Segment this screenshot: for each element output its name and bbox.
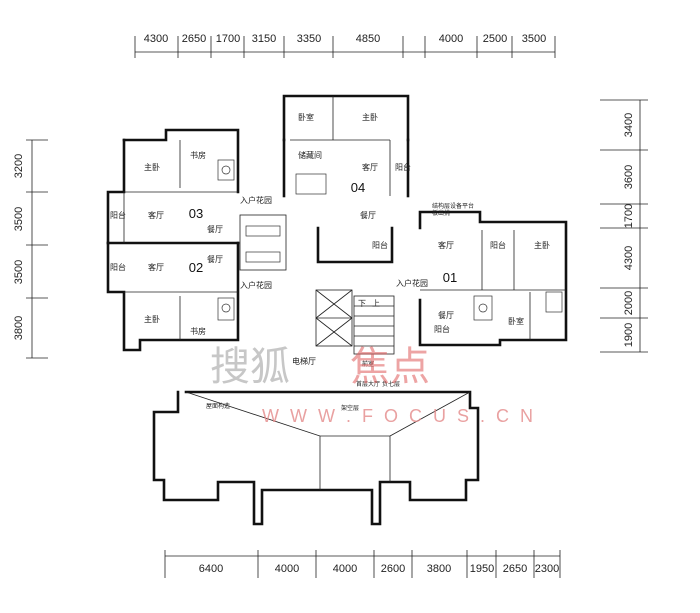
top-dim-2: 2650 xyxy=(182,33,206,45)
unit-02-label: 02 xyxy=(189,260,203,275)
u02-entry-garden: 入户花园 xyxy=(240,280,272,290)
equipment-note: 结构层设备平台 xyxy=(432,202,474,210)
u01-bedroom: 卧室 xyxy=(508,316,524,326)
u02-balcony: 阳台 xyxy=(110,262,126,272)
top-dim-5: 3350 xyxy=(297,33,321,45)
u02-dining: 餐厅 xyxy=(207,255,223,264)
unit-04-label: 04 xyxy=(351,180,365,195)
u03-study: 书房 xyxy=(190,150,206,160)
left-dim-4: 3800 xyxy=(13,316,25,340)
u03-entry-garden: 入户花园 xyxy=(240,195,272,205)
u04-walkin-closet: 储藏间 xyxy=(298,150,322,160)
bottom-dim-6: 1950 xyxy=(470,563,494,575)
top-dim-6: 4850 xyxy=(356,33,380,45)
bottom-dim-7: 2650 xyxy=(503,563,527,575)
unit-02: 阳台 客厅 餐厅 02 主卧 书房 xyxy=(106,241,240,352)
u02-living: 客厅 xyxy=(148,262,164,272)
bottom-dim-1: 6400 xyxy=(199,563,223,575)
stair-down: 下 xyxy=(358,299,366,308)
bottom-dim-3: 4000 xyxy=(333,563,357,575)
unit-01: 客厅 阳台 主卧 01 餐厅 阳台 卧室 入户花园 结构层设备平台 板出挑 xyxy=(396,202,568,347)
bottom-dim-5: 3800 xyxy=(427,563,451,575)
right-dimension-line: 3400 3600 1700 4300 2000 1900 xyxy=(600,99,648,353)
bottom-dim-2: 4000 xyxy=(275,563,299,575)
left-dim-1: 3200 xyxy=(13,154,25,178)
u04-dining: 餐厅 xyxy=(360,211,376,220)
right-dim-2: 3600 xyxy=(623,165,635,189)
left-dimension-line: 3200 3500 3500 3800 xyxy=(13,139,48,359)
left-dim-2: 3500 xyxy=(13,207,25,231)
left-core: 入户花园 入户花园 xyxy=(239,195,287,290)
top-dim-1: 4300 xyxy=(144,33,168,45)
u01-balcony-2: 阳台 xyxy=(434,324,450,334)
entrance-note: 首层大厅 负七层 xyxy=(356,380,400,388)
bottom-dimension-line: 6400 4000 4000 2600 3800 1950 2650 2300 xyxy=(164,550,561,578)
podium: 屋面构造 架空层 xyxy=(152,390,480,526)
watermark-sohu: 搜狐 xyxy=(210,344,290,390)
left-dim-3: 3500 xyxy=(13,260,25,284)
top-dim-9: 3500 xyxy=(522,33,546,45)
u03-living: 客厅 xyxy=(148,210,164,220)
u04-living: 客厅 xyxy=(362,162,378,172)
top-dimension-line: 4300 2650 1700 3150 3350 4850 4000 2500 … xyxy=(134,33,556,58)
bottom-dim-8: 2300 xyxy=(535,563,559,575)
u04-bedroom: 卧室 xyxy=(298,112,314,122)
unit-03-label: 03 xyxy=(189,206,203,221)
watermark-focus: 焦点 xyxy=(350,344,430,390)
right-dim-4: 4300 xyxy=(623,246,635,270)
right-dim-1: 3400 xyxy=(623,113,635,137)
unit-04: 卧室 主卧 储藏间 客厅 阳台 04 餐厅 阳台 xyxy=(282,94,411,264)
u01-dining: 餐厅 xyxy=(438,311,454,320)
u02-study: 书房 xyxy=(190,326,206,336)
podium-roof-note: 屋面构造 xyxy=(206,402,230,410)
watermark-url: W W W . F O C U S . C N xyxy=(262,406,536,426)
u03-balcony: 阳台 xyxy=(110,210,126,220)
u03-master-bedroom: 主卧 xyxy=(144,162,160,172)
u01-entry-garden: 入户花园 xyxy=(396,278,428,288)
u04-master-bedroom: 主卧 xyxy=(362,112,378,122)
unit-03: 主卧 书房 阳台 客厅 餐厅 03 xyxy=(106,128,240,245)
stair-anteroom: 前室 xyxy=(362,360,374,368)
right-dim-6: 1900 xyxy=(623,323,635,347)
u01-master-bedroom: 主卧 xyxy=(534,240,550,250)
top-dim-8: 2500 xyxy=(483,33,507,45)
u02-master-bedroom: 主卧 xyxy=(144,314,160,324)
u01-balcony: 阳台 xyxy=(490,240,506,250)
elevator-hall: 电梯厅 xyxy=(292,356,316,366)
central-core: 下 上 电梯厅 前室 首层大厅 负七层 xyxy=(292,289,400,388)
podium-lobby: 架空层 xyxy=(341,404,359,412)
watermark: 搜狐 焦点 W W W . F O C U S . C N xyxy=(210,344,536,426)
unit-01-label: 01 xyxy=(443,270,457,285)
bottom-dim-4: 2600 xyxy=(381,563,405,575)
u04-balcony-2: 阳台 xyxy=(372,240,388,250)
u01-living: 客厅 xyxy=(438,240,454,250)
equipment-note-2: 板出挑 xyxy=(432,209,450,217)
right-dim-5: 2000 xyxy=(623,291,635,315)
top-dim-4: 3150 xyxy=(252,33,276,45)
stair-up: 上 xyxy=(372,299,380,308)
u04-balcony: 阳台 xyxy=(395,162,411,172)
u03-dining: 餐厅 xyxy=(207,225,223,234)
top-dim-3: 1700 xyxy=(216,33,240,45)
top-dim-7: 4000 xyxy=(439,33,463,45)
right-dim-3: 1700 xyxy=(623,204,635,228)
